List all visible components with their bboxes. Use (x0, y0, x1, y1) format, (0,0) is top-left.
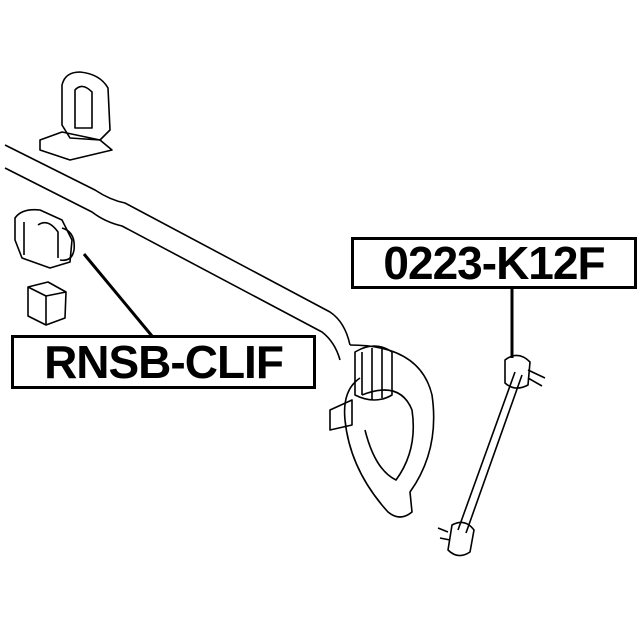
bushing-part-label: RNSB-CLIF (11, 335, 316, 389)
link-part-label: 0223-K12F (351, 237, 637, 289)
mounting-bracket (61, 71, 111, 141)
rubber-bushing (14, 208, 73, 269)
end-bushing (354, 345, 393, 401)
stabilizer-link (457, 371, 523, 534)
leader-line-bushing (82, 253, 154, 337)
bushing-clip (27, 281, 67, 326)
stabilizer-bar (4, 144, 351, 346)
stabilizer-bar-end (343, 344, 435, 518)
